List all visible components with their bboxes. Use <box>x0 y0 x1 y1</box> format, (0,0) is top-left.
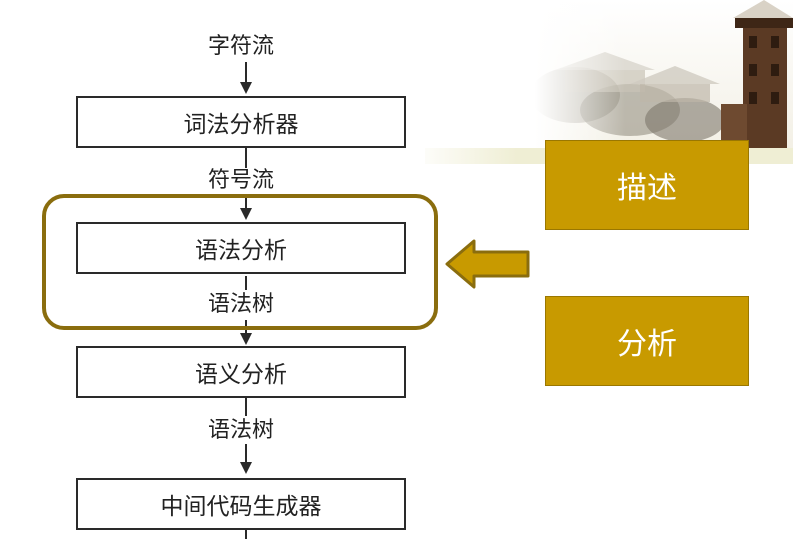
building-illustration <box>535 0 793 156</box>
stage-parser-label: 语法分析 <box>195 238 287 264</box>
stage-lexer: 词法分析器 <box>76 96 406 148</box>
label-parse-tree-2: 语法树 <box>206 418 277 443</box>
stage-semantic-label: 语义分析 <box>195 362 287 388</box>
stage-intermediate-label: 中间代码生成器 <box>160 494 322 520</box>
connector-line <box>245 62 247 84</box>
connector-line <box>245 398 247 416</box>
describe-panel[interactable]: 描述 <box>545 140 749 230</box>
arrow-down-icon <box>240 462 252 474</box>
connector-line <box>245 530 247 539</box>
left-arrow-icon <box>445 239 530 289</box>
describe-label: 描述 <box>617 171 677 206</box>
label-parse-tree: 语法树 <box>206 292 277 317</box>
label-token-stream: 符号流 <box>206 168 277 193</box>
arrow-down-icon <box>240 333 252 345</box>
stage-lexer-label: 词法分析器 <box>183 112 299 138</box>
connector-line <box>245 148 247 168</box>
connector-line <box>245 444 247 462</box>
connector-line <box>245 276 247 290</box>
stage-semantic: 语义分析 <box>76 346 406 398</box>
arrow-down-icon <box>240 82 252 94</box>
analyze-panel[interactable]: 分析 <box>545 296 749 386</box>
analyze-label: 分析 <box>617 327 677 362</box>
stage-intermediate-code: 中间代码生成器 <box>76 478 406 530</box>
stage-parser: 语法分析 <box>76 222 406 274</box>
arrow-down-icon <box>240 208 252 220</box>
label-input-stream: 字符流 <box>206 34 277 59</box>
parser-highlight <box>42 194 438 330</box>
connector-line <box>245 194 247 210</box>
